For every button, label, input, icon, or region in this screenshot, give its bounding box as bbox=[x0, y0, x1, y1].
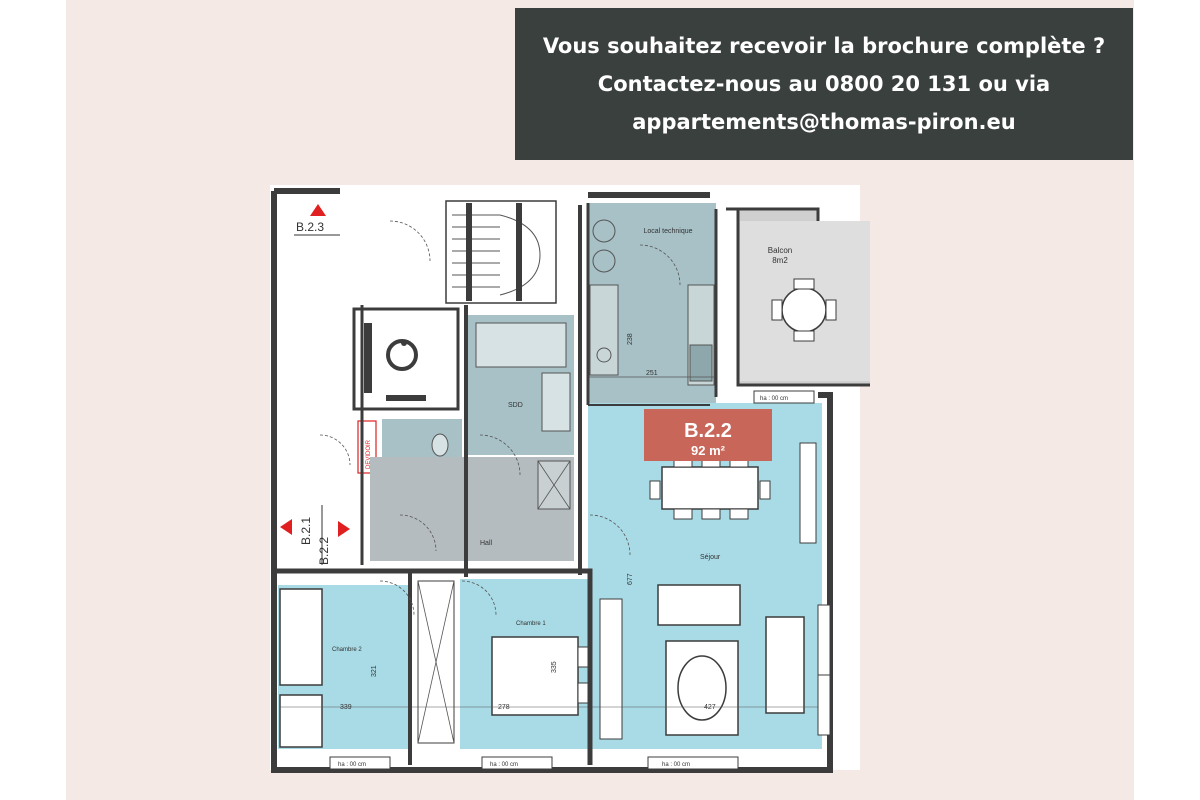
window-markers: ha : 00 cm ha : 00 cm ha : 00 cm ha : 00… bbox=[329, 390, 831, 770]
neighbor-marker-b21: B.2.1 bbox=[280, 517, 313, 545]
desk bbox=[279, 694, 323, 748]
dimension-339: 278 bbox=[498, 704, 510, 711]
chambre-1-label: Chambre 1 bbox=[516, 621, 546, 627]
unit-label: B.2.2 bbox=[684, 420, 732, 442]
sdd-label: SDD bbox=[508, 402, 523, 409]
floor-plan: Local technique 238 251 Balcon 8m2 SDD W… bbox=[270, 185, 870, 773]
elevator bbox=[352, 307, 460, 411]
balcon-area-label: 8m2 bbox=[772, 256, 788, 265]
window-label: ha : 00 cm bbox=[662, 762, 690, 768]
dimension-238: 238 bbox=[627, 333, 634, 345]
neighbor-label: B.2.1 bbox=[299, 517, 313, 545]
door-swings bbox=[319, 220, 681, 616]
balcon-label: Balcon bbox=[768, 246, 792, 255]
dimension-427: 427 bbox=[704, 704, 716, 711]
dimension-677: 677 bbox=[627, 573, 634, 585]
sofa bbox=[657, 584, 741, 626]
dimension-251: 251 bbox=[646, 370, 658, 377]
dimension-335: 335 bbox=[551, 661, 558, 673]
dimension-321: 321 bbox=[371, 665, 378, 677]
local-technique-label: Local technique bbox=[643, 228, 692, 235]
dining-table bbox=[649, 456, 771, 520]
unit-badge bbox=[644, 409, 772, 461]
sejour-label: Séjour bbox=[700, 554, 721, 561]
wardrobe bbox=[599, 598, 623, 740]
unit-area: 92 m² bbox=[691, 443, 726, 458]
coffee-table bbox=[677, 655, 727, 721]
staircase bbox=[445, 200, 557, 304]
hall-label: Hall bbox=[480, 540, 493, 547]
single-bed bbox=[279, 588, 323, 686]
banner-line-3: appartements@thomas-piron.eu bbox=[632, 110, 1016, 134]
neighbor-marker-b22: B.2.2 bbox=[317, 505, 350, 565]
window-label: ha : 00 cm bbox=[490, 762, 518, 768]
sofa-side bbox=[765, 616, 805, 714]
bathtub bbox=[475, 322, 567, 368]
devidoir-label: DEVIDOIR bbox=[366, 439, 372, 469]
window-label: ha : 00 cm bbox=[338, 762, 366, 768]
neighbor-marker-b23: B.2.3 bbox=[294, 204, 340, 236]
chambre-2-label: Chambre 2 bbox=[332, 647, 362, 653]
contact-banner: Vous souhaitez recevoir la brochure comp… bbox=[515, 8, 1133, 160]
window-label: ha : 00 cm bbox=[760, 396, 788, 402]
exterior-walls bbox=[271, 188, 833, 773]
dimension-278: 339 bbox=[340, 704, 352, 711]
double-sink bbox=[541, 372, 571, 432]
double-bed bbox=[491, 636, 579, 716]
balcony bbox=[726, 207, 870, 387]
cabinet bbox=[799, 442, 817, 544]
neighbor-label: B.2.3 bbox=[296, 220, 324, 234]
neighbor-label: B.2.2 bbox=[317, 537, 331, 565]
banner-line-1: Vous souhaitez recevoir la brochure comp… bbox=[542, 34, 1106, 58]
banner-line-2: Contactez-nous au 0800 20 131 ou via bbox=[597, 72, 1051, 96]
